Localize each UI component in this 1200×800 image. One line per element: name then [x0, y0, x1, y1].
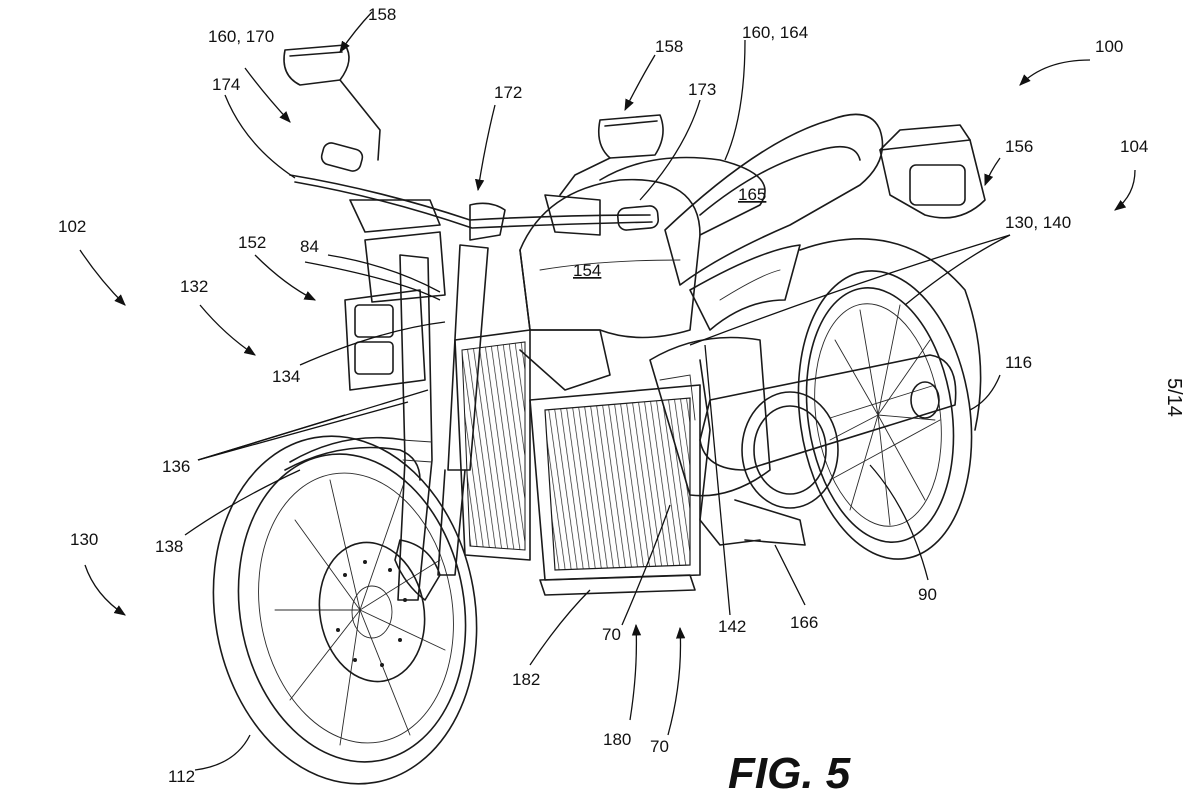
callout-180: 180	[603, 730, 631, 749]
handlebars	[289, 142, 660, 241]
callout-134: 134	[272, 367, 300, 386]
callout-138: 138	[155, 537, 183, 556]
callout-166: 166	[790, 613, 818, 632]
callout-116: 116	[1005, 353, 1032, 372]
motor-housing	[649, 336, 806, 546]
callout-130-140: 130, 140	[1005, 213, 1071, 232]
callout-142: 142	[718, 617, 746, 636]
radiator	[454, 329, 701, 596]
swingarm	[699, 354, 957, 509]
callout-160-164: 160, 164	[742, 23, 808, 42]
front-forks	[397, 244, 489, 601]
callout-102: 102	[58, 217, 86, 236]
tail-and-seat	[664, 113, 986, 331]
callout-165: 165	[738, 185, 766, 204]
mirrors	[283, 44, 664, 196]
callout-112: 112	[168, 767, 195, 786]
callout-84: 84	[300, 237, 319, 256]
callout-156: 156	[1005, 137, 1033, 156]
sheet-number: 5/14	[1163, 378, 1185, 417]
motorcycle-illustration	[212, 44, 986, 785]
reference-numerals: 100 102 104 112 116 130 130, 140 132 134…	[58, 5, 1148, 786]
callout-130: 130	[70, 530, 98, 549]
front-fender	[284, 436, 421, 481]
callout-132: 132	[180, 277, 208, 296]
callout-160-170: 160, 170	[208, 27, 274, 46]
callout-158-left: 158	[368, 5, 396, 24]
tank-body	[519, 156, 766, 391]
callout-158-right: 158	[655, 37, 683, 56]
callout-104: 104	[1120, 137, 1148, 156]
headlight-assembly	[344, 231, 446, 391]
rear-wheel	[797, 238, 982, 560]
callout-136: 136	[162, 457, 190, 476]
callout-173: 173	[688, 80, 716, 99]
callout-100: 100	[1095, 37, 1123, 56]
callout-174: 174	[212, 75, 240, 94]
callout-182: 182	[512, 670, 540, 689]
leader-lines	[79, 11, 1136, 771]
callout-172: 172	[494, 83, 522, 102]
front-wheel	[212, 435, 478, 785]
callout-90: 90	[918, 585, 937, 604]
callout-70-lower: 70	[650, 737, 669, 756]
callout-152: 152	[238, 233, 266, 252]
figure-label: FIG. 5	[728, 749, 851, 798]
callout-154: 154	[573, 261, 601, 280]
callout-70-radiator: 70	[602, 625, 621, 644]
